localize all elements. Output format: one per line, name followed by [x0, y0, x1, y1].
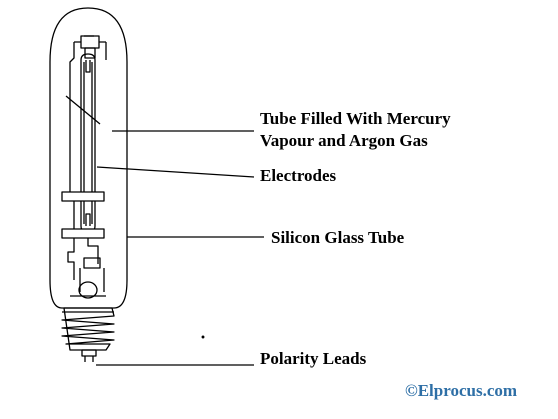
support-rod: [69, 42, 75, 232]
lower-electrode: [85, 213, 91, 226]
silicon-glass-envelope: [49, 7, 128, 309]
stem-bulb: [78, 281, 98, 299]
upper-electrode: [85, 60, 91, 73]
polarity-lead-contacts: [81, 349, 97, 357]
label-electrodes: Electrodes: [260, 166, 337, 185]
label-silicon-glass-tube: Silicon Glass Tube: [271, 228, 405, 247]
internal-wire: [65, 95, 101, 125]
screw-base: [61, 307, 115, 351]
label-tube-line2: Vapour and Argon Gas: [260, 131, 428, 150]
leader-line-electrodes: [96, 166, 255, 178]
label-polarity-leads: Polarity Leads: [260, 349, 367, 368]
label-tube-filled: Tube Filled With Mercury Vapour and Argo…: [260, 108, 451, 152]
inner-arc-tube: [80, 53, 96, 233]
watermark: ©Elprocus.com: [405, 381, 518, 400]
upper-clip: [61, 191, 105, 202]
top-cap: [80, 35, 100, 49]
lower-clip: [61, 228, 105, 239]
stem-block: [83, 257, 101, 269]
label-tube-line1: Tube Filled With Mercury: [260, 109, 451, 128]
